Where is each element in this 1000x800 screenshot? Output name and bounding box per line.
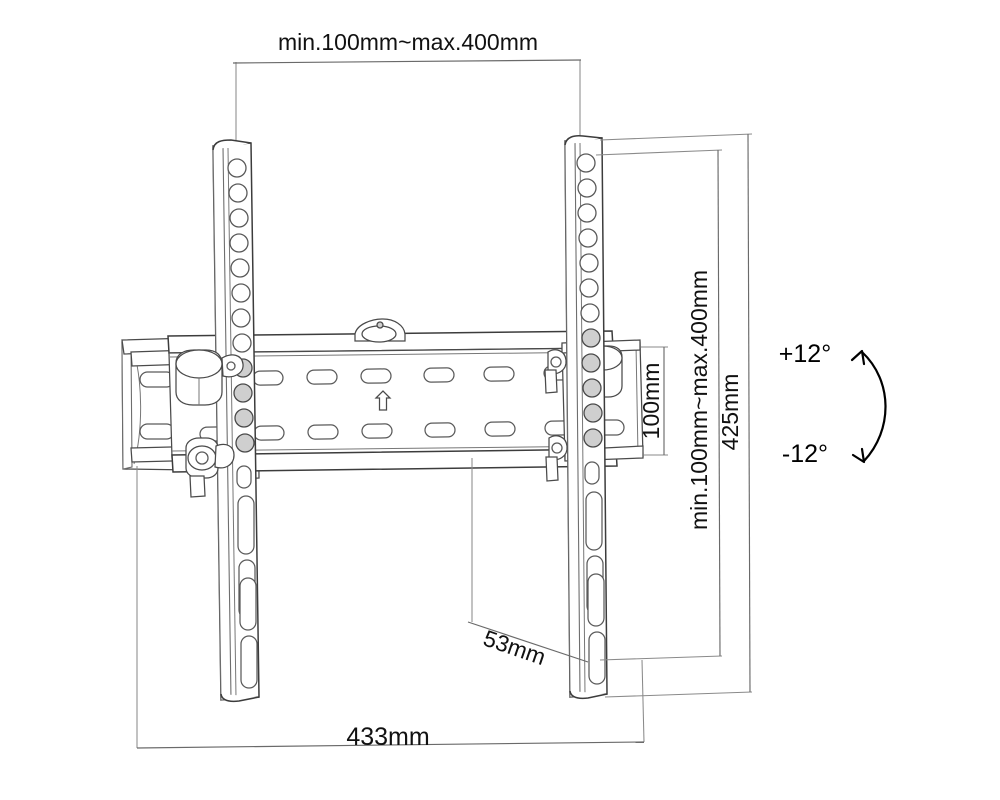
left-rail-small-slot bbox=[236, 465, 252, 489]
dimension-line bbox=[136, 741, 645, 749]
lower-tilt-lock-knob[interactable] bbox=[185, 437, 235, 498]
dimension-line-diagonal bbox=[467, 621, 589, 663]
up-arrow-icon bbox=[374, 390, 392, 411]
dimension-label-vesa-range: min.100mm~max.400mm bbox=[686, 270, 712, 530]
right-rail-slot-column bbox=[585, 491, 606, 685]
left-vertical-wall-rail bbox=[212, 139, 260, 703]
tilt-positive-label: +12° bbox=[779, 340, 831, 368]
dimension-label-100mm: 100mm bbox=[638, 363, 664, 440]
right-rail-lower-knob[interactable] bbox=[545, 435, 568, 482]
horizontal-cross-bar bbox=[167, 318, 618, 473]
dimension-vesa-range: min.100mm~max.400mm bbox=[595, 149, 723, 661]
cross-bar-slot-row-lower bbox=[199, 420, 576, 442]
right-vertical-wall-rail bbox=[544, 135, 608, 700]
dimension-top-span: min.100mm~max.400mm bbox=[232, 29, 582, 140]
upper-tilt-lock-knob[interactable] bbox=[175, 349, 244, 406]
dimension-label-433mm: 433mm bbox=[346, 723, 429, 751]
side-plate-slot bbox=[139, 371, 175, 388]
right-rail-upper-knob[interactable] bbox=[544, 349, 567, 394]
dimension-label-top-span: min.100mm~max.400mm bbox=[278, 29, 538, 55]
tilt-angle-indicator: +12° -12° bbox=[779, 340, 887, 468]
left-rail-hole-column bbox=[227, 158, 255, 453]
right-rail-hole-column bbox=[576, 153, 603, 448]
dimension-label-53mm: 53mm bbox=[480, 625, 549, 670]
dimension-line bbox=[232, 59, 582, 64]
extension-line-top bbox=[599, 133, 753, 141]
side-plate-slot bbox=[139, 423, 175, 440]
bubble-level-icon bbox=[354, 318, 406, 343]
extension-line-bottom bbox=[599, 655, 723, 661]
extension-line-bottom bbox=[604, 691, 753, 698]
tilt-negative-label: -12° bbox=[782, 440, 828, 468]
dimension-label-425mm: 425mm bbox=[717, 374, 743, 451]
dimension-425mm: 425mm bbox=[599, 133, 753, 698]
extension-line-right bbox=[641, 659, 645, 743]
right-rail-small-slot bbox=[584, 461, 600, 485]
dimension-line bbox=[717, 149, 721, 657]
curved-double-arrow-icon bbox=[850, 349, 887, 464]
dimension-433mm: 433mm bbox=[136, 466, 645, 751]
dimension-100mm: 100mm bbox=[638, 346, 668, 456]
extension-line-top bbox=[595, 149, 723, 156]
left-rail-slot-column bbox=[237, 495, 258, 689]
dimension-line bbox=[747, 133, 751, 693]
